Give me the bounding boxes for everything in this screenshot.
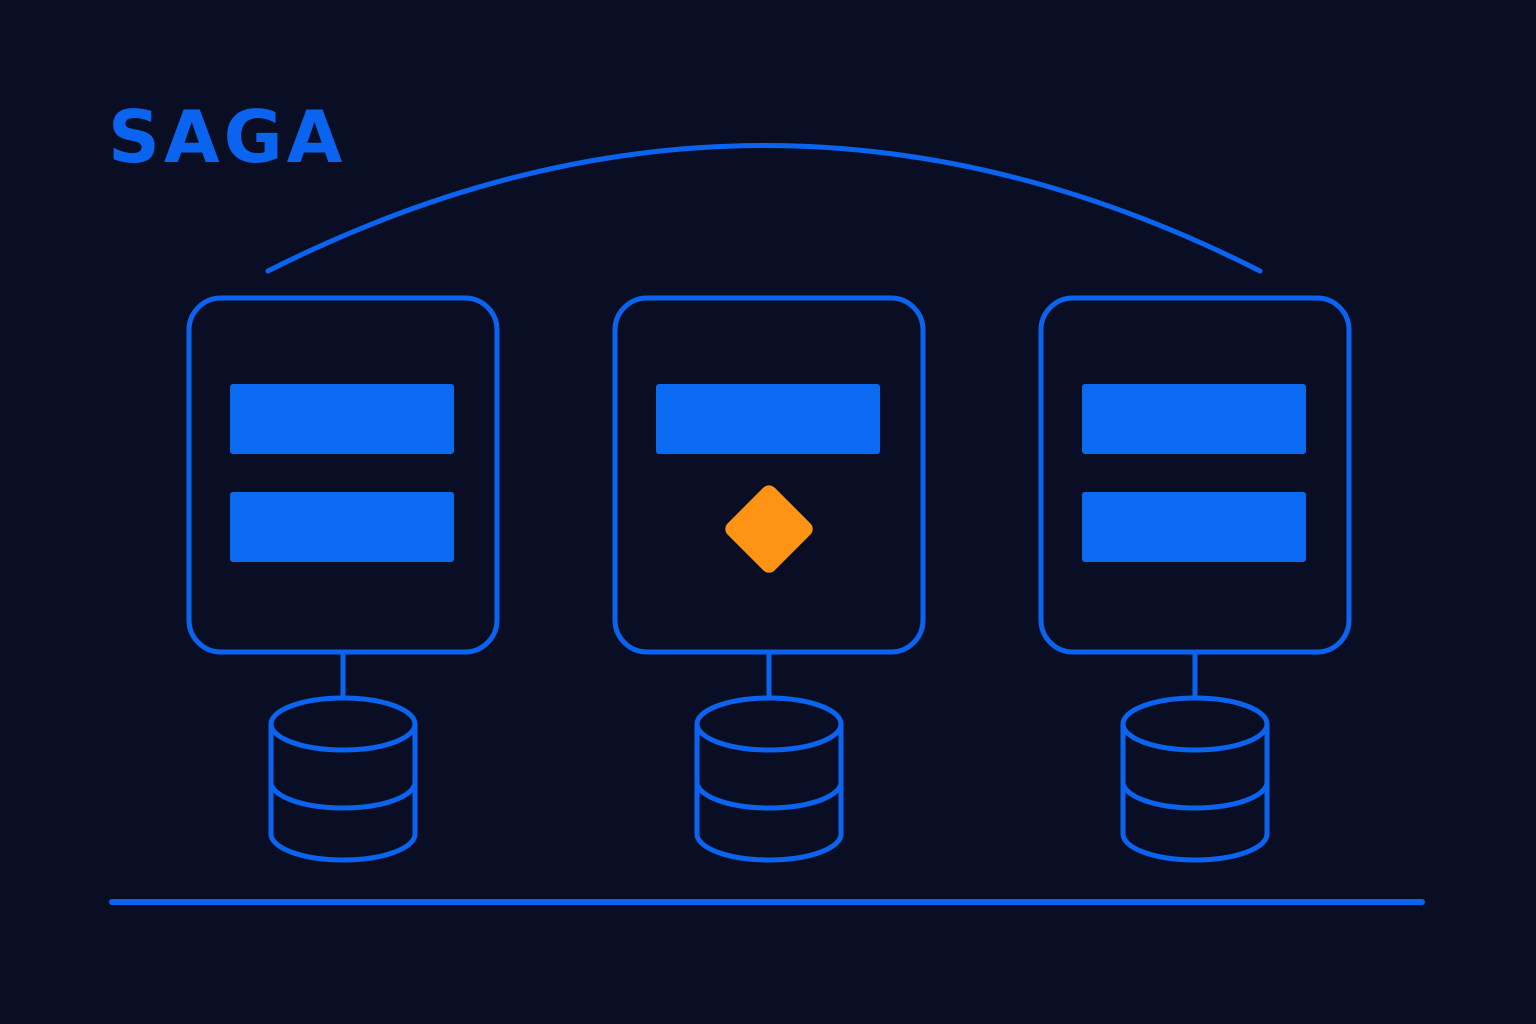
services-group <box>186 295 1352 863</box>
service-2-decision-diamond <box>725 485 813 573</box>
service-2-card <box>612 295 926 655</box>
service-3-card <box>1038 295 1352 655</box>
service-1 <box>186 295 500 863</box>
service-3-step-bar <box>1082 492 1306 562</box>
service-1-database-ring <box>268 781 418 811</box>
diagram-title: SAGA <box>108 95 346 179</box>
service-3-database-ring <box>1120 781 1270 811</box>
service-2-database-body <box>694 724 844 863</box>
service-2-database-ring <box>694 781 844 811</box>
service-2-database-top <box>694 695 844 753</box>
service-2 <box>612 295 926 863</box>
service-2-step-bar <box>656 384 880 454</box>
service-3-database-top <box>1120 695 1270 753</box>
service-1-database-icon <box>268 695 418 863</box>
service-1-step-bar <box>230 384 454 454</box>
service-1-database-top <box>268 695 418 753</box>
service-1-database-body <box>268 724 418 863</box>
service-1-card <box>186 295 500 655</box>
service-3-step-bar <box>1082 384 1306 454</box>
service-3 <box>1038 295 1352 863</box>
service-3-database-body <box>1120 724 1270 863</box>
service-2-database-icon <box>694 695 844 863</box>
service-3-database-icon <box>1120 695 1270 863</box>
service-1-step-bar <box>230 492 454 562</box>
saga-orchestration-arc <box>265 143 1263 274</box>
